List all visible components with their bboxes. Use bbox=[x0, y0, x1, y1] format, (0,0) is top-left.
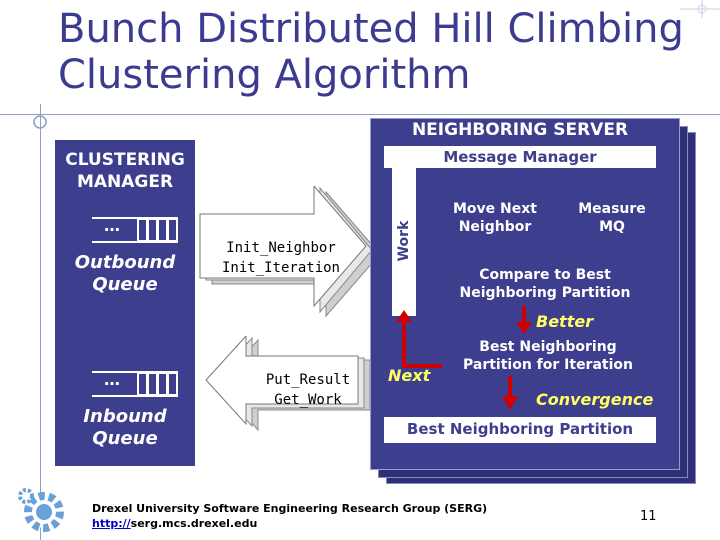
left-margin-line bbox=[40, 104, 41, 540]
outbound-queue-label: Outbound Queue bbox=[60, 252, 190, 296]
inbound-queue-icon bbox=[92, 371, 178, 397]
work-queue-bar bbox=[392, 168, 416, 316]
measure-line-1: Measure bbox=[578, 201, 646, 217]
inbound-queue-label-line-1: Inbound bbox=[83, 406, 167, 427]
inbound-arrow-stack-icon bbox=[205, 336, 371, 432]
best-neighboring-iteration-box: Best Neighboring Partition for Iteration bbox=[440, 338, 656, 374]
inbound-queue-label: Inbound Queue bbox=[60, 406, 190, 450]
footer-url-link[interactable]: http:// bbox=[92, 517, 131, 530]
server-flow-arrows bbox=[396, 306, 532, 410]
best-partition-bar bbox=[384, 417, 656, 443]
clustering-manager-title: CLUSTERING MANAGER bbox=[55, 149, 195, 193]
inbound-arrow-labels: Put_Result Get_Work bbox=[248, 370, 368, 410]
better-label: Better bbox=[536, 312, 594, 331]
compare-line-2: Neighboring Partition bbox=[459, 285, 631, 301]
outbound-queue-icon bbox=[92, 217, 178, 243]
title-underline bbox=[0, 114, 720, 115]
next-label: Next bbox=[388, 366, 431, 385]
corner-decoration-icon bbox=[680, 0, 720, 18]
move-next-neighbor-box: Move Next Neighbor bbox=[436, 200, 554, 236]
measure-line-2: MQ bbox=[599, 219, 625, 235]
outbound-queue-label-line-2: Queue bbox=[92, 274, 158, 295]
crosshair-icon bbox=[33, 115, 47, 129]
slide-title: Bunch Distributed Hill Climbing Clusteri… bbox=[58, 6, 698, 98]
footer-organization: Drexel University Software Engineering R… bbox=[92, 502, 488, 515]
outbound-queue-dots: … bbox=[104, 216, 120, 235]
best-partition-label: Best Neighboring Partition bbox=[406, 420, 634, 438]
init-iteration-label: Init_Iteration bbox=[221, 260, 340, 276]
outbound-queue-label-line-1: Outbound bbox=[74, 252, 176, 273]
title-line-1: Bunch Distributed Hill Climbing bbox=[58, 6, 684, 52]
best-line-2: Partition for Iteration bbox=[463, 357, 633, 373]
put-result-label: Put_Result bbox=[265, 372, 351, 388]
compare-line-1: Compare to Best bbox=[479, 267, 611, 283]
compare-box: Compare to Best Neighboring Partition bbox=[440, 266, 650, 302]
inbound-queue-label-line-2: Queue bbox=[92, 428, 158, 449]
title-line-2: Clustering Algorithm bbox=[58, 52, 471, 98]
clustering-manager-title-line-2: MANAGER bbox=[76, 172, 174, 192]
init-neighbor-label: Init_Neighbor bbox=[226, 240, 336, 256]
page-number: 11 bbox=[640, 509, 657, 524]
measure-mq-box: Measure MQ bbox=[566, 200, 658, 236]
convergence-label: Convergence bbox=[536, 390, 654, 409]
message-manager-label: Message Manager bbox=[443, 148, 597, 166]
footer-url: http://serg.mcs.drexel.edu bbox=[92, 517, 257, 530]
move-next-line-2: Neighbor bbox=[458, 219, 532, 235]
get-work-label: Get_Work bbox=[274, 392, 342, 408]
outbound-arrow-labels: Init_Neighbor Init_Iteration bbox=[196, 238, 366, 278]
outbound-arrow-stack-icon bbox=[199, 186, 381, 318]
clustering-manager-title-line-1: CLUSTERING bbox=[65, 150, 185, 170]
message-manager-bar bbox=[384, 146, 656, 168]
neighboring-server-title: NEIGHBORING SERVER bbox=[411, 120, 629, 140]
best-line-1: Best Neighboring bbox=[479, 339, 617, 355]
work-queue-label: Work Queue bbox=[396, 215, 432, 267]
clustering-manager-panel bbox=[55, 140, 195, 466]
neighboring-server-panel bbox=[370, 118, 680, 470]
footer-url-rest: serg.mcs.drexel.edu bbox=[130, 517, 258, 530]
serg-logo-icon bbox=[18, 488, 64, 532]
move-next-line-1: Move Next bbox=[453, 201, 537, 217]
inbound-queue-dots: … bbox=[104, 370, 120, 389]
